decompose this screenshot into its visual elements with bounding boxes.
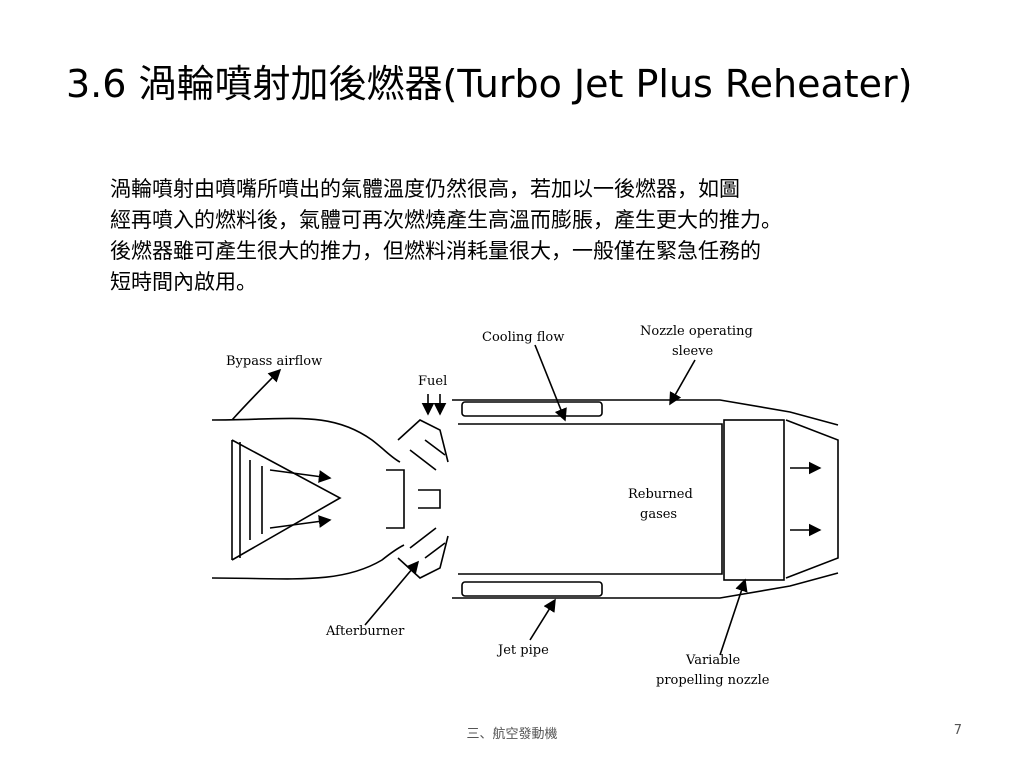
body-line: 渦輪噴射由噴嘴所噴出的氣體溫度仍然很高，若加以一後燃器，如圖 (110, 177, 740, 201)
label-jet-pipe: Jet pipe (496, 643, 549, 658)
jet-pipe-top (452, 399, 839, 426)
label-reburned: Reburned (628, 487, 693, 502)
nozzle-flaps (723, 419, 785, 581)
page-number: 7 (953, 723, 962, 738)
label-sleeve: sleeve (672, 344, 714, 359)
leader-nozzle-sleeve (669, 359, 696, 406)
slide-title: 3.6 渦輪噴射加後燃器(Turbo Jet Plus Reheater) (66, 62, 913, 106)
leader-jetpipe (529, 598, 556, 641)
label-propelling-nozzle: propelling nozzle (656, 673, 770, 688)
label-afterburner: Afterburner (325, 624, 405, 639)
leader-cooling (534, 344, 567, 422)
label-bypass-airflow: Bypass airflow (226, 354, 322, 369)
flame-holders (418, 439, 446, 559)
burner-rings (386, 419, 449, 579)
label-fuel: Fuel (418, 374, 447, 389)
label-variable: Variable (685, 653, 741, 668)
footer: 三、航空發動機 (466, 727, 558, 742)
nozzle-sleeve (785, 419, 839, 579)
body-line: 後燃器雖可產生很大的推力，但燃料消耗量很大，一般僅在緊急任務的 (110, 239, 761, 263)
label-nozzle-operating: Nozzle operating (640, 324, 753, 339)
leader-variable-nozzle (719, 578, 748, 656)
intake-cone (231, 439, 342, 561)
cooling-channel-bottom (461, 581, 603, 597)
bypass-arrow (231, 368, 282, 421)
leader-afterburner (364, 560, 420, 626)
body-text: 渦輪噴射由噴嘴所噴出的氣體溫度仍然很高，若加以一後燃器，如圖 經再噴入的燃料後，… (110, 174, 940, 298)
engine-casing-top (211, 417, 401, 463)
intake-struts (249, 460, 263, 540)
cooling-channel-top (461, 401, 603, 417)
engine-casing-bottom (211, 544, 405, 580)
body-line: 經再噴入的燃料後，氣體可再次燃燒產生高溫而膨脹，產生更大的推力。 (110, 208, 782, 232)
jet-pipe-liner (458, 423, 723, 575)
jet-pipe-bottom (452, 572, 839, 599)
body-line: 短時間內啟用。 (110, 270, 257, 294)
label-gases: gases (640, 507, 677, 522)
airflow-arrow (269, 469, 332, 483)
airflow-arrow (269, 515, 332, 529)
label-cooling-flow: Cooling flow (482, 330, 564, 345)
